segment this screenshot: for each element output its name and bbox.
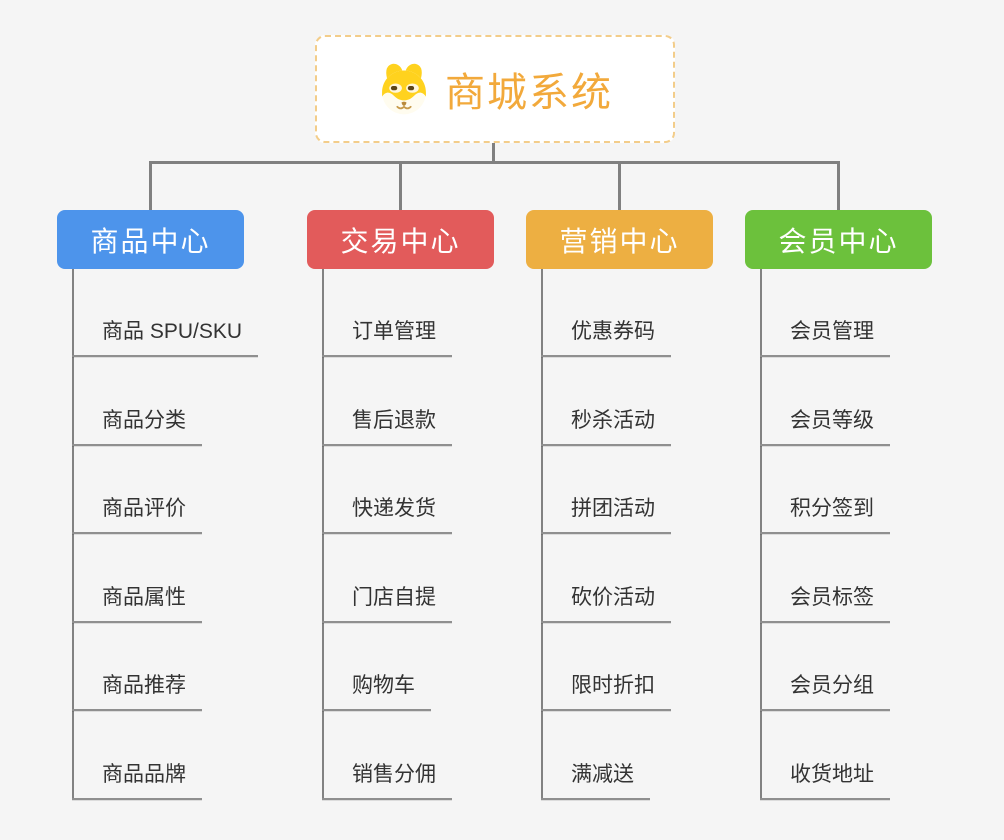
connector-spine-branch-3 [541,269,543,800]
connector-spine-branch-1 [72,269,74,800]
leaf-node[interactable]: 门店自提 [322,583,452,623]
leaf-node[interactable]: 购物车 [322,671,431,711]
dog-face-icon [377,62,431,116]
connector-stub-branch-4 [837,161,840,210]
leaf-node[interactable]: 优惠券码 [541,317,671,357]
branch-node-product-center[interactable]: 商品中心 [57,210,244,269]
connector-spine-branch-4 [760,269,762,800]
leaf-node[interactable]: 限时折扣 [541,671,671,711]
leaf-node[interactable]: 收货地址 [760,760,890,800]
leaf-node[interactable]: 秒杀活动 [541,406,671,446]
leaf-node[interactable]: 销售分佣 [322,760,452,800]
connector-stub-branch-3 [618,161,621,210]
leaf-node[interactable]: 会员分组 [760,671,890,711]
root-title: 商城系统 [445,71,613,115]
connector-spine-branch-2 [322,269,324,800]
leaf-node[interactable]: 满减送 [541,760,650,800]
branch-node-trade-center[interactable]: 交易中心 [307,210,494,269]
leaf-node[interactable]: 商品分类 [72,406,202,446]
leaf-node[interactable]: 快递发货 [322,494,452,534]
leaf-node[interactable]: 商品评价 [72,494,202,534]
leaf-node[interactable]: 会员管理 [760,317,890,357]
leaf-node[interactable]: 拼团活动 [541,494,671,534]
branch-node-member-center[interactable]: 会员中心 [745,210,932,269]
branch-node-marketing-center[interactable]: 营销中心 [526,210,713,269]
leaf-node[interactable]: 商品属性 [72,583,202,623]
leaf-node[interactable]: 会员等级 [760,406,890,446]
root-node-mall-system[interactable]: 商城系统 [315,35,675,143]
leaf-node[interactable]: 商品推荐 [72,671,202,711]
leaf-node[interactable]: 砍价活动 [541,583,671,623]
leaf-node[interactable]: 积分签到 [760,494,890,534]
leaf-node[interactable]: 商品品牌 [72,760,202,800]
leaf-node[interactable]: 订单管理 [322,317,452,357]
connector-stub-branch-2 [399,161,402,210]
connector-root-stem [492,143,495,164]
leaf-node[interactable]: 售后退款 [322,406,452,446]
leaf-node[interactable]: 会员标签 [760,583,890,623]
leaf-node[interactable]: 商品 SPU/SKU [72,317,259,357]
connector-stub-branch-1 [149,161,152,210]
connector-crossbar [149,161,840,164]
